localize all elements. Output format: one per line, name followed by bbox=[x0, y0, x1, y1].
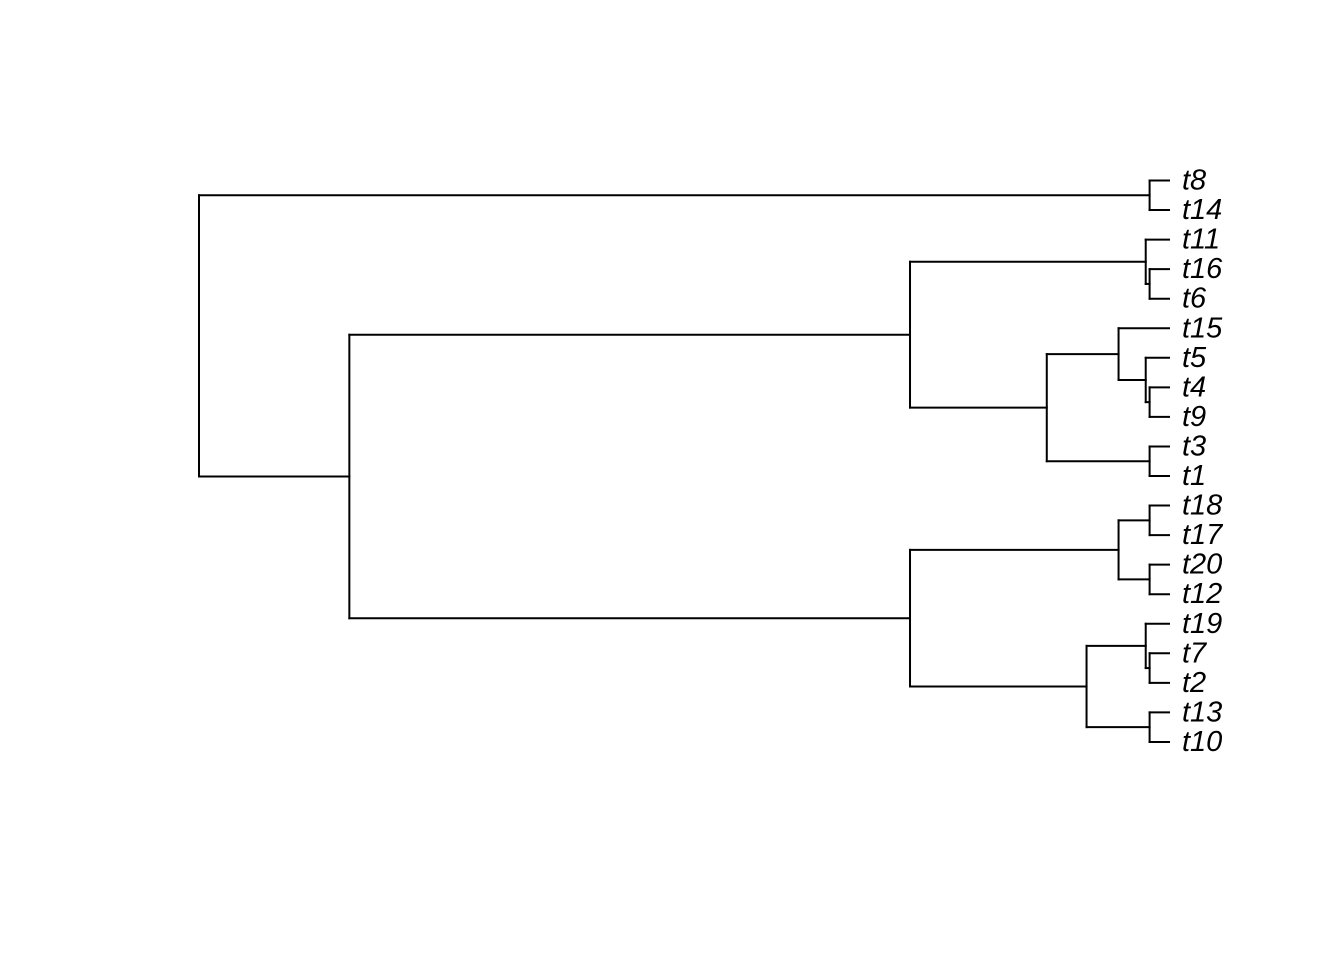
tip-label-t6: t6 bbox=[1182, 283, 1207, 315]
tip-label-t14: t14 bbox=[1182, 194, 1222, 226]
tip-label-t17: t17 bbox=[1182, 519, 1224, 551]
tip-label-t10: t10 bbox=[1182, 726, 1222, 758]
tip-label-t5: t5 bbox=[1182, 342, 1207, 374]
tip-labels: t8t14t11t16t6t15t5t4t9t3t1t18t17t20t12t1… bbox=[1182, 165, 1224, 758]
tip-label-t3: t3 bbox=[1182, 430, 1206, 462]
tip-label-t20: t20 bbox=[1182, 549, 1222, 581]
tip-label-t12: t12 bbox=[1182, 578, 1222, 610]
tip-label-t13: t13 bbox=[1182, 696, 1222, 728]
tip-label-t2: t2 bbox=[1182, 667, 1206, 699]
tip-label-t9: t9 bbox=[1182, 401, 1206, 433]
tip-label-t11: t11 bbox=[1182, 224, 1220, 256]
tip-label-t8: t8 bbox=[1182, 165, 1206, 197]
tip-label-t19: t19 bbox=[1182, 608, 1222, 640]
tip-label-t15: t15 bbox=[1182, 312, 1223, 344]
tip-label-t7: t7 bbox=[1182, 637, 1208, 669]
tip-label-t1: t1 bbox=[1182, 460, 1206, 492]
tree-branches bbox=[198, 179, 1170, 743]
tip-label-t18: t18 bbox=[1182, 490, 1222, 522]
tip-label-t16: t16 bbox=[1182, 253, 1223, 285]
tip-label-t4: t4 bbox=[1182, 371, 1206, 403]
